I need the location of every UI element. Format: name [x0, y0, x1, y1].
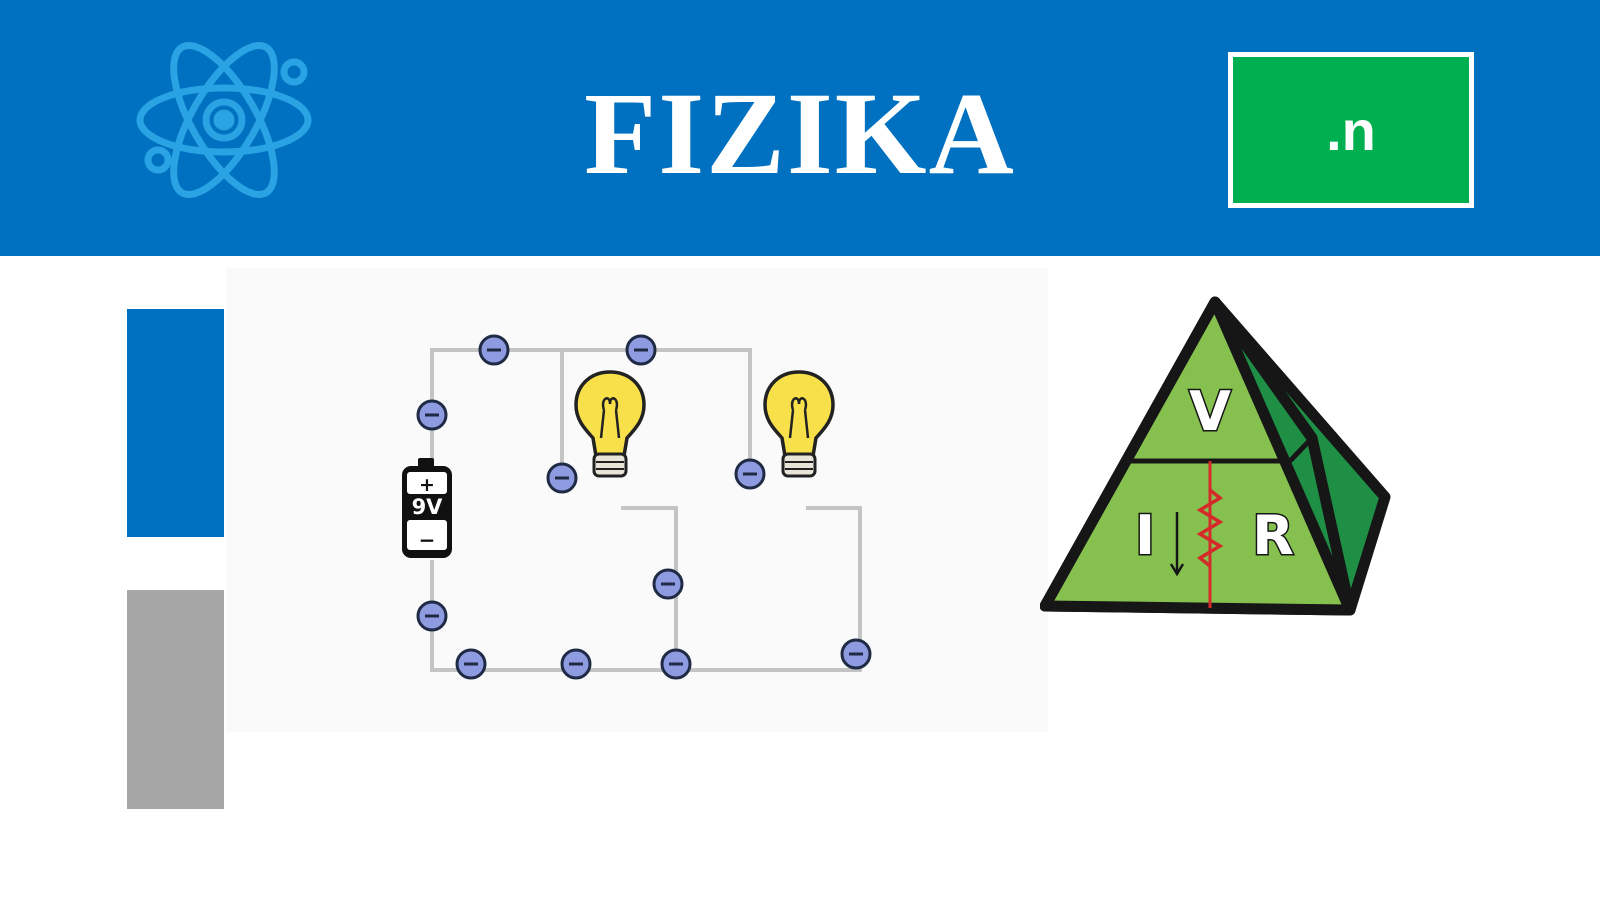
electron-icon	[546, 462, 578, 494]
pyramid-label-r: R	[1252, 504, 1294, 567]
electron-icon	[560, 648, 592, 680]
electron-icon	[455, 648, 487, 680]
electron-icon	[416, 399, 448, 431]
battery-icon: + 9V −	[402, 458, 452, 558]
pyramid-label-i: I	[1135, 504, 1155, 567]
page-title: FIZIKA	[584, 68, 1016, 199]
electron-icon	[840, 638, 872, 670]
light-bulb-icon	[763, 370, 835, 478]
electron-icon	[478, 334, 510, 366]
battery-plus: +	[419, 474, 435, 496]
side-bar-blue	[127, 309, 224, 537]
electron-icon	[625, 334, 657, 366]
electron-icon	[734, 458, 766, 490]
header-banner: FIZIKA .n	[0, 0, 1600, 256]
atom-icon	[136, 42, 312, 198]
resistor-icon	[1196, 488, 1224, 568]
electron-icon	[660, 648, 692, 680]
side-bar-gray	[127, 590, 224, 809]
ohms-law-pyramid-icon: V I R	[1040, 296, 1391, 616]
light-bulb-icon	[574, 370, 646, 478]
badge-button[interactable]: .n	[1228, 52, 1474, 208]
electrons	[416, 334, 872, 680]
electron-icon	[652, 568, 684, 600]
battery-minus: −	[419, 528, 436, 552]
electron-icon	[416, 600, 448, 632]
circuit-illustration: + 9V −	[226, 268, 1048, 732]
battery-voltage-label: 9V	[412, 495, 444, 519]
pyramid-label-v: V	[1189, 380, 1231, 443]
